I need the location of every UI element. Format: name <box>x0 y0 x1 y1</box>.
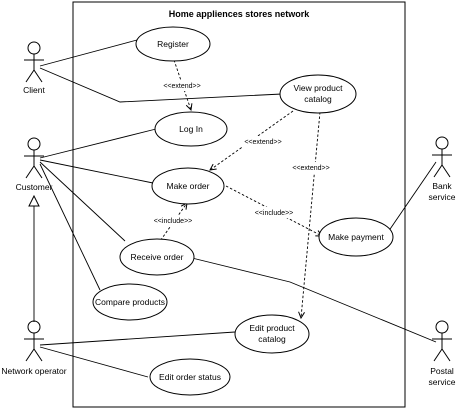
use-case-receive-order[interactable]: Receive order <box>119 238 195 276</box>
system-title: Home appliences stores network <box>169 9 311 19</box>
actor-network-operator[interactable]: Network operator <box>1 320 67 376</box>
use-case-view-catalog-label-2: catalog <box>304 94 332 104</box>
stick-figure-icon <box>432 320 452 362</box>
use-case-login[interactable]: Log In <box>154 111 228 147</box>
actor-customer[interactable]: Customer <box>16 137 53 192</box>
use-case-edit-status-label: Edit order status <box>159 372 221 382</box>
include-label-receive-order: <<include>> <box>154 218 193 225</box>
actor-postal-label-1: Postal <box>430 366 454 376</box>
extend-view-catalog-edit-catalog <box>301 111 321 318</box>
include-label-make-payment: <<include>> <box>255 210 294 217</box>
actor-bank-label-2: service <box>429 192 456 202</box>
stick-figure-icon <box>24 320 44 362</box>
assoc-customer-login <box>39 128 157 159</box>
assoc-customer-compare-products <box>39 163 101 291</box>
use-case-edit-catalog-label-1: Edit product <box>249 323 295 333</box>
assoc-customer-receive-order <box>39 161 126 242</box>
use-case-login-label: Log In <box>179 124 203 134</box>
stick-figure-icon <box>432 136 452 178</box>
use-case-compare-products[interactable]: Compare products <box>92 283 168 321</box>
use-case-view-catalog[interactable]: View product catalog <box>279 74 357 114</box>
actor-postal-service[interactable]: Postal service <box>429 320 456 387</box>
assoc-client-register <box>39 39 138 67</box>
use-case-make-order[interactable]: Make order <box>151 167 225 205</box>
extend-label-edit-catalog: <<extend>> <box>292 165 329 172</box>
actor-postal-label-2: service <box>429 377 456 387</box>
assoc-receive-order-postal <box>191 257 437 343</box>
generalization <box>28 194 40 322</box>
stick-figure-icon <box>24 137 44 179</box>
use-case-edit-status[interactable]: Edit order status <box>149 358 231 396</box>
actor-bank-label-1: Bank <box>432 181 452 191</box>
use-case-receive-order-label: Receive order <box>131 252 184 262</box>
use-case-make-payment-label: Make payment <box>328 232 384 242</box>
use-case-register[interactable]: Register <box>135 26 211 62</box>
use-case-make-order-label: Make order <box>167 181 210 191</box>
use-case-register-label: Register <box>157 39 189 49</box>
actor-customer-label: Customer <box>16 182 53 192</box>
extend-label-make-order: <<extend>> <box>244 139 281 146</box>
stereotype-labels: <<extend>> <<extend>> <<extend>> <<inclu… <box>150 80 333 226</box>
use-case-make-payment[interactable]: Make payment <box>318 217 394 257</box>
actor-client-label: Client <box>23 85 45 95</box>
use-case-view-catalog-label-1: View product <box>294 83 344 93</box>
actor-network-operator-label: Network operator <box>1 366 66 376</box>
use-case-edit-catalog[interactable]: Edit product catalog <box>234 314 310 354</box>
assoc-bank-make-payment <box>385 161 437 236</box>
assoc-client-view-catalog <box>39 67 283 103</box>
actor-bank-service[interactable]: Bank service <box>429 136 456 202</box>
actor-client[interactable]: Client <box>23 41 46 95</box>
generalization-arrowhead <box>28 194 40 207</box>
extend-label-register: <<extend>> <box>163 83 200 90</box>
use-case-compare-products-label: Compare products <box>95 297 165 307</box>
assoc-operator-edit-catalog <box>39 331 236 346</box>
assoc-operator-edit-status <box>39 346 149 378</box>
use-case-edit-catalog-label-2: catalog <box>258 334 286 344</box>
include-receive-order-make-order <box>157 203 187 245</box>
associations <box>39 39 437 378</box>
system-boundary <box>72 1 406 408</box>
stick-figure-icon <box>24 41 44 83</box>
assoc-customer-make-order <box>39 159 154 184</box>
